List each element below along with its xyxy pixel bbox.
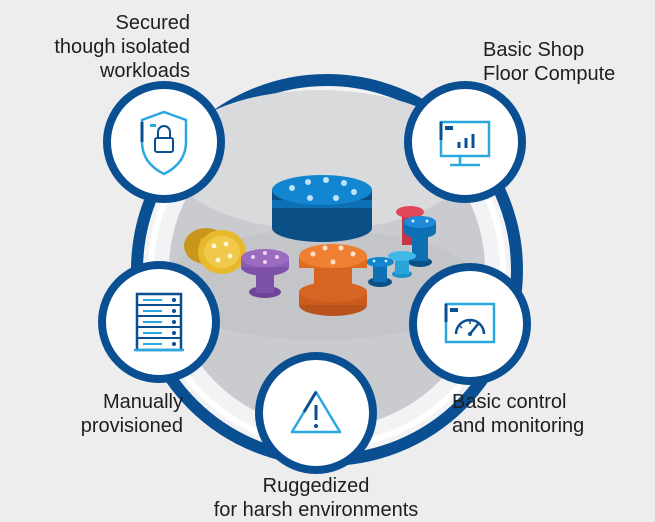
label-shop-floor-line-2: Floor Compute xyxy=(483,63,616,85)
label-manually: Manually provisioned xyxy=(81,390,183,438)
large-blue-spool xyxy=(272,175,372,242)
warning-icon xyxy=(290,390,342,434)
label-control-line-1: Basic control xyxy=(452,391,567,413)
inner-disc-highlight xyxy=(170,90,470,230)
label-control-line-2: and monitoring xyxy=(452,415,585,437)
label-secured-line-1: Secured xyxy=(115,12,191,34)
light-blue-spool xyxy=(388,251,416,278)
yellow-spool xyxy=(184,228,246,274)
label-secured: Secured though isolated workloads xyxy=(54,11,190,83)
icon-node-control xyxy=(409,263,531,385)
label-control: Basic control and monitoring xyxy=(452,390,584,438)
label-manually-line-1: Manually xyxy=(102,391,183,413)
small-blue-spool-left xyxy=(366,257,394,287)
orange-spool xyxy=(299,244,367,316)
label-secured-line-2: though isolated xyxy=(54,36,190,58)
label-shop-floor: Basic Shop Floor Compute xyxy=(483,38,615,86)
purple-spool xyxy=(241,249,289,298)
label-ruggedized: Ruggedized for harsh environments xyxy=(186,474,446,522)
label-secured-line-3: workloads xyxy=(99,60,190,82)
shield-lock-icon xyxy=(140,110,188,176)
monitor-chart-icon xyxy=(439,120,491,167)
label-manually-line-2: provisioned xyxy=(80,415,183,437)
server-rack-icon xyxy=(134,292,184,352)
icon-node-manually xyxy=(98,261,220,383)
small-blue-spool-right xyxy=(404,216,436,267)
label-ruggedized-line-2: for harsh environments xyxy=(213,499,419,521)
icon-node-ruggedized xyxy=(255,352,377,474)
icon-node-shop-floor xyxy=(404,81,526,203)
icon-node-secured xyxy=(103,81,225,203)
gauge-icon xyxy=(444,302,496,344)
label-shop-floor-line-1: Basic Shop xyxy=(483,39,585,61)
label-ruggedized-line-1: Ruggedized xyxy=(262,475,370,497)
